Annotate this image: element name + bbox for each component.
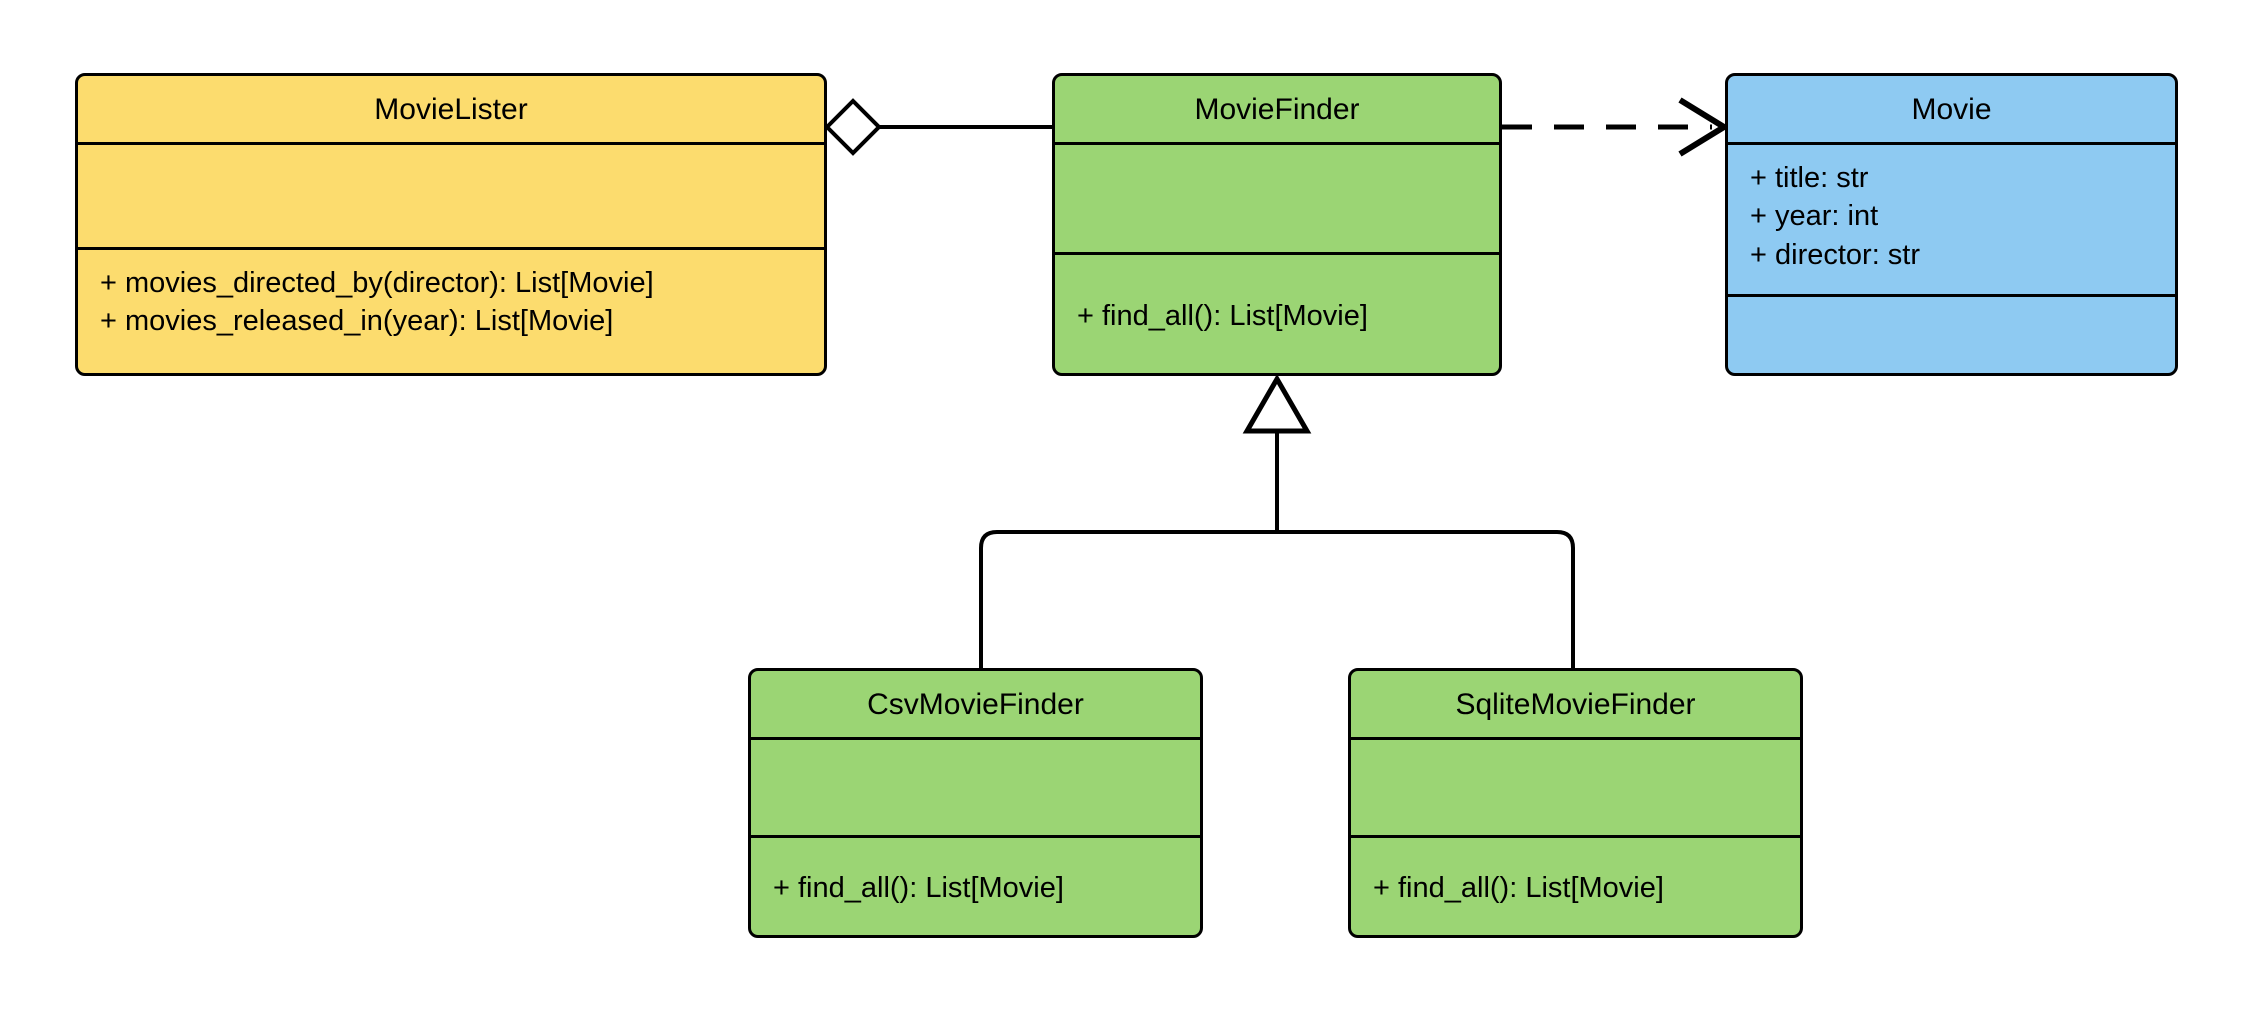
dependency-moviefinder-movie[interactable]	[1502, 97, 1730, 157]
aggregation-movielister-moviefinder[interactable]	[824, 98, 1052, 156]
class-title: CsvMovieFinder	[867, 687, 1084, 721]
attribute-item: + title: str	[1750, 162, 1869, 194]
generalization-branch-path	[979, 530, 1575, 670]
class-box-csvmoviefinder[interactable]: CsvMovieFinder + find_all(): List[Movie]	[748, 668, 1203, 938]
class-box-movielister[interactable]: MovieLister + movies_directed_by(directo…	[75, 73, 827, 376]
operations-compartment: + movies_directed_by(director): List[Mov…	[78, 247, 824, 373]
open-arrow-icon	[1678, 97, 1730, 157]
operation-item: + movies_released_in(year): List[Movie]	[100, 305, 614, 338]
operations-compartment: + find_all(): List[Movie]	[1055, 252, 1499, 373]
operation-item: + find_all(): List[Movie]	[1077, 299, 1368, 332]
class-box-sqlitemoviefinder[interactable]: SqliteMovieFinder + find_all(): List[Mov…	[1348, 668, 1803, 938]
operation-item: + movies_directed_by(director): List[Mov…	[100, 267, 654, 299]
hollow-diamond-icon	[824, 98, 882, 156]
attribute-item: + director: str	[1750, 238, 1921, 271]
class-title: MovieLister	[374, 92, 528, 126]
attributes-compartment	[1351, 737, 1800, 835]
class-name-compartment: MovieFinder	[1055, 76, 1499, 142]
hollow-triangle-icon	[1242, 373, 1312, 434]
operations-compartment	[1728, 294, 2175, 373]
class-name-compartment: Movie	[1728, 76, 2175, 142]
operation-item: + find_all(): List[Movie]	[773, 872, 1064, 905]
class-title: SqliteMovieFinder	[1455, 687, 1696, 721]
class-name-compartment: SqliteMovieFinder	[1351, 671, 1800, 737]
attribute-item: + year: int	[1750, 200, 1879, 233]
attributes-compartment: + title: str + year: int + director: str	[1728, 142, 2175, 294]
class-name-compartment: CsvMovieFinder	[751, 671, 1200, 737]
class-title: MovieFinder	[1194, 92, 1360, 126]
generalization-tree[interactable]	[979, 373, 1575, 670]
class-box-movie[interactable]: Movie + title: str + year: int + directo…	[1725, 73, 2178, 376]
class-name-compartment: MovieLister	[78, 76, 824, 142]
operation-item: + find_all(): List[Movie]	[1373, 872, 1664, 905]
attributes-compartment	[1055, 142, 1499, 252]
operations-compartment: + find_all(): List[Movie]	[751, 835, 1200, 935]
operations-compartment: + find_all(): List[Movie]	[1351, 835, 1800, 935]
class-title: Movie	[1911, 92, 1992, 126]
attributes-compartment	[78, 142, 824, 247]
attributes-compartment	[751, 737, 1200, 835]
class-box-moviefinder[interactable]: MovieFinder + find_all(): List[Movie]	[1052, 73, 1502, 376]
